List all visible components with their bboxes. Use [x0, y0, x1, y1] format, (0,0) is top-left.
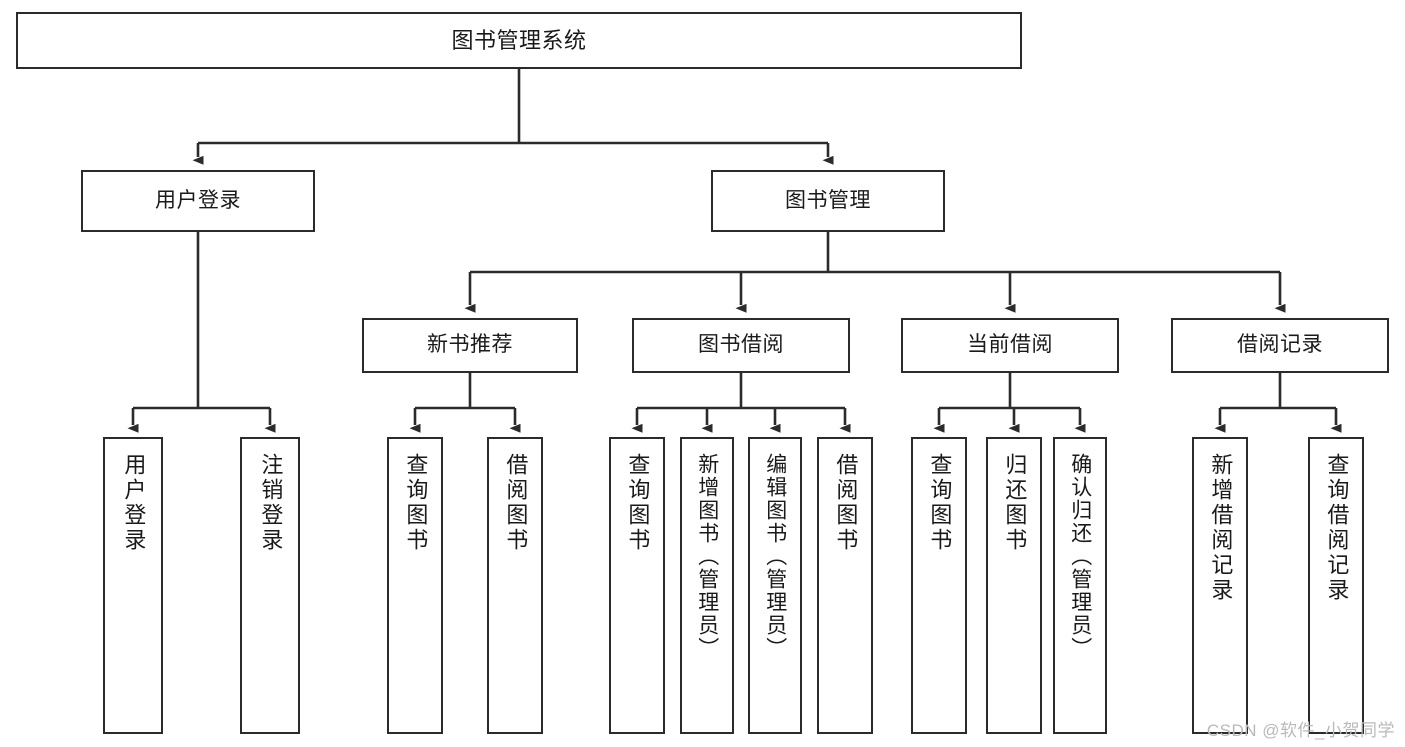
node-leaf-11[interactable]: 新增借阅记录 — [1192, 437, 1248, 734]
node-leaf-8[interactable]: 查询图书 — [911, 437, 967, 734]
node-label: 新书推荐 — [427, 333, 513, 357]
node-label: 借阅记录 — [1237, 333, 1323, 357]
node-level1-1[interactable]: 图书管理 — [711, 170, 945, 232]
node-label: 查询借阅记录 — [1324, 453, 1350, 603]
node-leaf-1[interactable]: 注销登录 — [240, 437, 300, 734]
csdn-watermark: CSDN @软件_小贺同学 — [1206, 721, 1395, 740]
node-label: 借阅图书 — [833, 453, 859, 553]
node-level2-0[interactable]: 新书推荐 — [362, 318, 578, 373]
node-label: 用户登录 — [155, 188, 241, 212]
node-leaf-12[interactable]: 查询借阅记录 — [1308, 437, 1364, 734]
node-leaf-7[interactable]: 借阅图书 — [817, 437, 873, 734]
node-leaf-9[interactable]: 归还图书 — [986, 437, 1042, 734]
node-level2-3[interactable]: 借阅记录 — [1171, 318, 1389, 373]
node-label: 新增图书（管理员） — [695, 453, 719, 660]
node-level1-0[interactable]: 用户登录 — [81, 170, 315, 232]
node-level2-2[interactable]: 当前借阅 — [901, 318, 1119, 373]
node-label: 图书管理系统 — [451, 27, 587, 53]
node-label: 图书借阅 — [698, 333, 784, 357]
node-label: 归还图书 — [1002, 453, 1028, 553]
node-label: 注销登录 — [258, 453, 284, 553]
node-leaf-3[interactable]: 借阅图书 — [487, 437, 543, 734]
node-leaf-6[interactable]: 编辑图书（管理员） — [748, 437, 802, 734]
node-label: 当前借阅 — [967, 333, 1053, 357]
node-label: 查询图书 — [927, 453, 953, 553]
node-leaf-4[interactable]: 查询图书 — [609, 437, 665, 734]
node-label: 查询图书 — [403, 453, 429, 553]
node-label: 编辑图书（管理员） — [763, 453, 787, 660]
node-label: 图书管理 — [785, 188, 871, 212]
node-level2-1[interactable]: 图书借阅 — [632, 318, 850, 373]
node-label: 借阅图书 — [503, 453, 529, 553]
node-leaf-0[interactable]: 用户登录 — [103, 437, 163, 734]
node-label: 用户登录 — [121, 453, 147, 553]
node-root[interactable]: 图书管理系统 — [16, 12, 1022, 69]
node-leaf-2[interactable]: 查询图书 — [387, 437, 443, 734]
node-leaf-10[interactable]: 确认归还（管理员） — [1053, 437, 1107, 734]
node-leaf-5[interactable]: 新增图书（管理员） — [680, 437, 734, 734]
node-label: 确认归还（管理员） — [1068, 453, 1092, 660]
node-label: 新增借阅记录 — [1208, 453, 1234, 603]
node-label: 查询图书 — [625, 453, 651, 553]
